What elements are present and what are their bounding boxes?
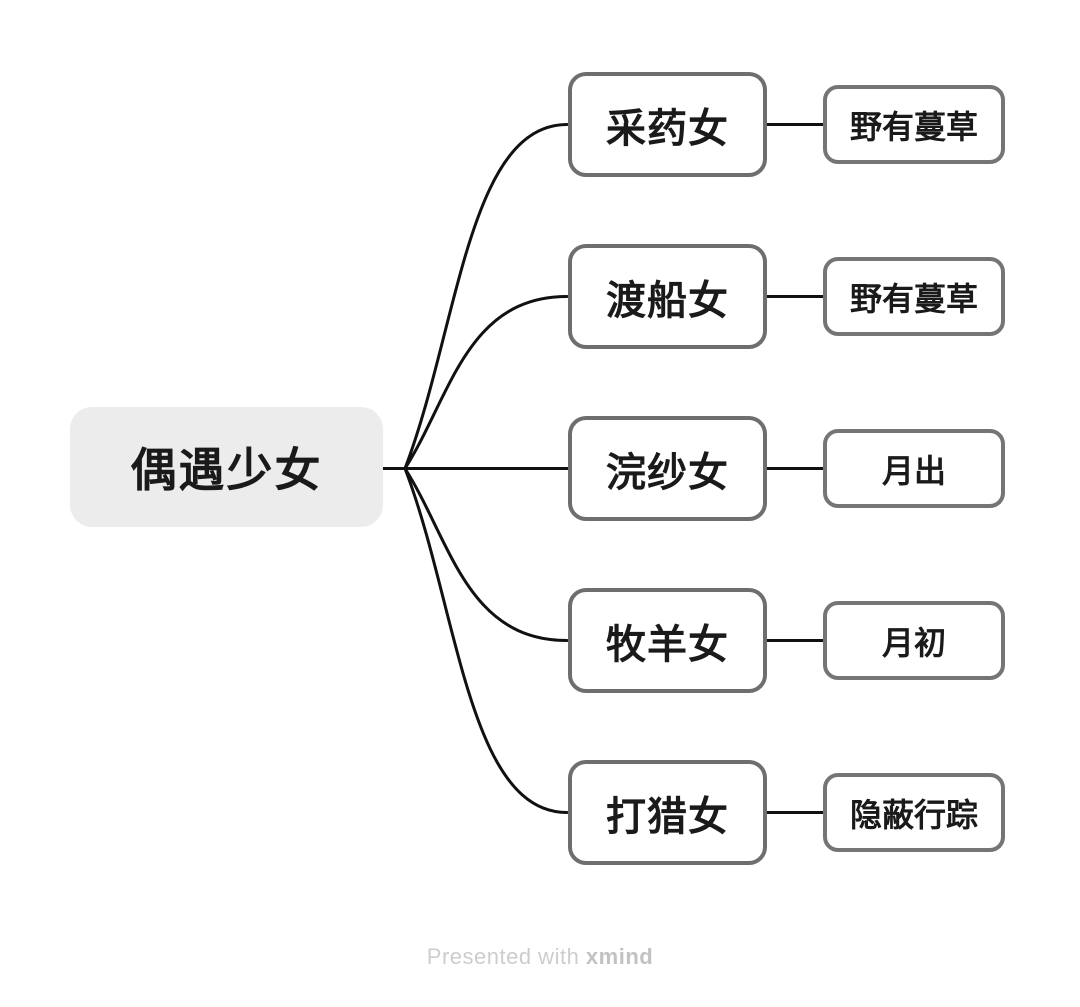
watermark-prefix: Presented with [426,944,586,969]
connector-root-to-branch-5 [403,467,569,814]
connector-root-to-branch-2 [403,295,569,470]
root-topic-node[interactable]: 偶遇少女 [70,407,383,527]
subtopic-label: 月出 [881,452,946,489]
subtopic-node-4[interactable]: 月初 [823,601,1005,680]
watermark-brand: xmind [585,944,654,969]
subtopic-label: 野有蔓草 [849,280,978,317]
subtopic-node-1[interactable]: 野有蔓草 [823,85,1005,164]
branch-topic-label: 采药女 [606,106,729,151]
subtopic-node-5[interactable]: 隐蔽行踪 [823,773,1005,852]
subtopic-label: 月初 [881,624,946,661]
subtopic-node-2[interactable]: 野有蔓草 [823,257,1005,336]
branch-topic-label: 打猎女 [606,794,729,839]
subtopic-node-3[interactable]: 月出 [823,429,1005,508]
branch-topic-node-2[interactable]: 渡船女 [568,244,767,349]
branch-topic-node-3[interactable]: 浣纱女 [568,416,767,521]
branch-topic-node-1[interactable]: 采药女 [568,72,767,177]
branch-topic-label: 浣纱女 [606,450,729,495]
branch-topic-label: 牧羊女 [606,622,729,667]
subtopic-label: 隐蔽行踪 [849,796,978,833]
branch-topic-node-5[interactable]: 打猎女 [568,760,767,865]
connector-root-to-branch-4 [403,467,569,642]
connector-root-to-branch-1 [403,123,569,470]
branch-topic-label: 渡船女 [606,278,729,323]
branch-topic-node-4[interactable]: 牧羊女 [568,588,767,693]
watermark: Presented with xmind [0,944,1080,970]
root-topic-label: 偶遇少女 [130,444,323,496]
subtopic-label: 野有蔓草 [849,108,978,145]
